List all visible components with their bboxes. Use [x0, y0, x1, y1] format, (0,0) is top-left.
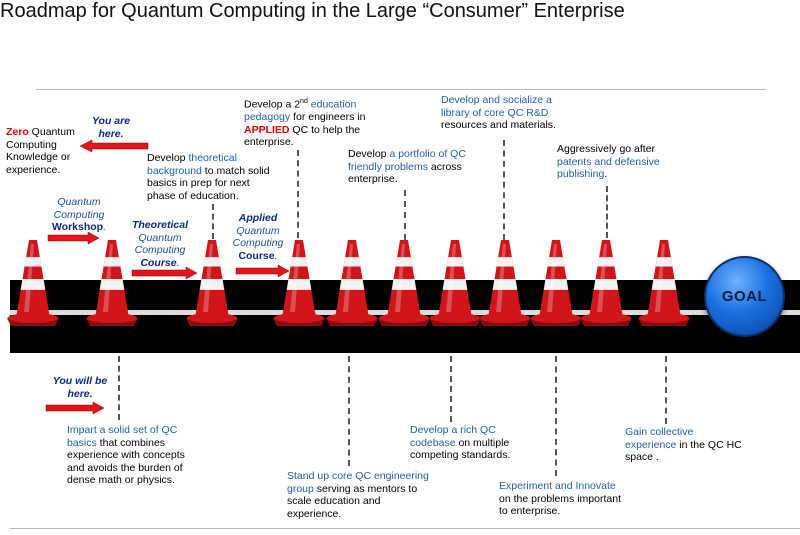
connector-library — [503, 140, 505, 240]
goal-label: GOAL — [721, 288, 768, 305]
theoretical-course-label: Theoretical Quantum Computing Course. — [131, 219, 189, 269]
traffic-cone — [86, 240, 138, 326]
library-text: Develop and socialize a library of core … — [441, 94, 556, 131]
traffic-cone — [638, 240, 690, 326]
traffic-cone — [530, 240, 582, 326]
traffic-cone — [479, 240, 531, 326]
traffic-cone — [580, 240, 632, 326]
arrow-you-are-here — [79, 139, 149, 153]
qc-basics-text: Impart a solid set of QC basics that com… — [67, 424, 185, 486]
connector-patents — [606, 186, 608, 238]
zero-knowledge-text: Zero Quantum Computing Knowledge or expe… — [6, 126, 75, 176]
traffic-cone — [273, 240, 325, 326]
experiment-text: Experiment and Innovate on the problems … — [499, 480, 621, 517]
arrow-you-will-be-here — [45, 401, 105, 415]
workshop-label: Quantum Computing Workshop. — [51, 196, 107, 233]
connector-collective — [665, 356, 667, 424]
connector-theoretical-background — [212, 204, 214, 239]
connector-engineering-group — [348, 356, 350, 466]
traffic-cone — [326, 240, 378, 326]
you-will-be-here-label: You will be here. — [52, 375, 108, 400]
applied-course-label: Applied Quantum Computing Course. — [232, 212, 284, 262]
goal-badge: GOAL — [704, 256, 785, 337]
connector-portfolio — [404, 190, 406, 240]
patents-text: Aggressively go after patents and defens… — [557, 143, 660, 180]
collective-experience-text: Gain collective experience in the QC HC … — [625, 426, 742, 463]
theoretical-background-text: Develop theoretical background to match … — [147, 152, 270, 202]
traffic-cone — [7, 240, 59, 326]
arrow-theoretical — [131, 266, 198, 280]
you-are-here-label: You are here. — [91, 115, 131, 140]
connector-experiment — [555, 356, 557, 476]
arrow-workshop — [47, 231, 100, 245]
traffic-cone — [378, 240, 430, 326]
arrow-applied — [235, 264, 290, 278]
connector-basics — [118, 356, 120, 420]
connector-education-pedagogy — [297, 150, 299, 238]
bottom-rule — [10, 528, 800, 529]
title-rule — [36, 89, 766, 90]
codebase-text: Develop a rich QC codebase on multiple c… — [410, 424, 511, 461]
traffic-cone — [186, 240, 238, 326]
traffic-cone — [429, 240, 481, 326]
diagram-title: Roadmap for Quantum Computing in the Lar… — [0, 0, 625, 22]
portfolio-text: Develop a portfolio of QC friendly probl… — [348, 148, 466, 185]
education-pedagogy-text: Develop a 2nd education pedagogy for eng… — [244, 98, 366, 148]
engineering-group-text: Stand up core QC engineering group servi… — [287, 470, 429, 520]
connector-codebase — [450, 356, 452, 422]
